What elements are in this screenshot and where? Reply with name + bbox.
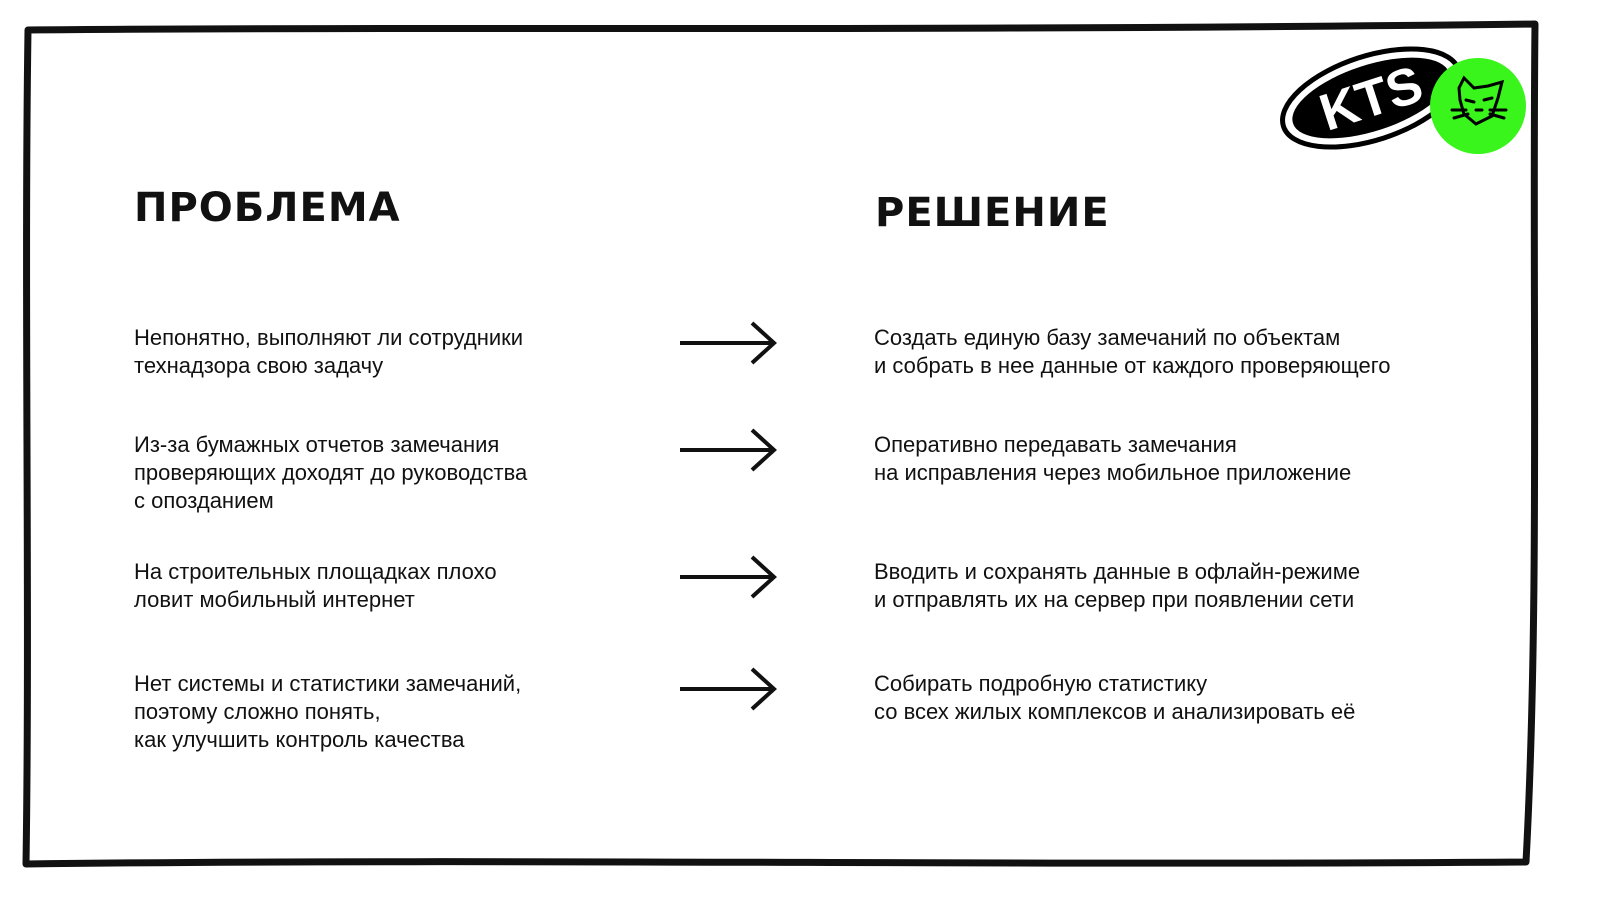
cat-icon [1450, 75, 1508, 126]
kts-logo: KTS [1280, 46, 1526, 154]
solution-text-1: Создать единую базу замечаний по объекта… [874, 325, 1391, 378]
problem-text-4: Нет системы и статистики замечаний, поэт… [134, 671, 522, 752]
problem-text-2: Из-за бумажных отчетов замечания проверя… [134, 432, 528, 513]
solution-text-4: Собирать подробную статистику со всех жи… [874, 671, 1356, 724]
arrow-icon [680, 555, 777, 599]
arrow-icon [680, 428, 777, 472]
arrow-icon [680, 321, 777, 365]
arrow-icon [680, 667, 777, 711]
solution-text-3: Вводить и сохранять данные в офлайн-режи… [874, 559, 1361, 612]
problem-text-3: На строительных площадках плохо ловит мо… [134, 559, 497, 612]
problem-text-1: Непонятно, выполняют ли сотрудники техна… [134, 325, 524, 378]
solution-heading: РЕШЕНИЕ [875, 190, 1110, 236]
problem-heading: ПРОБЛЕМА [134, 185, 401, 231]
solution-text-2: Оперативно передавать замечания на испра… [874, 432, 1352, 485]
